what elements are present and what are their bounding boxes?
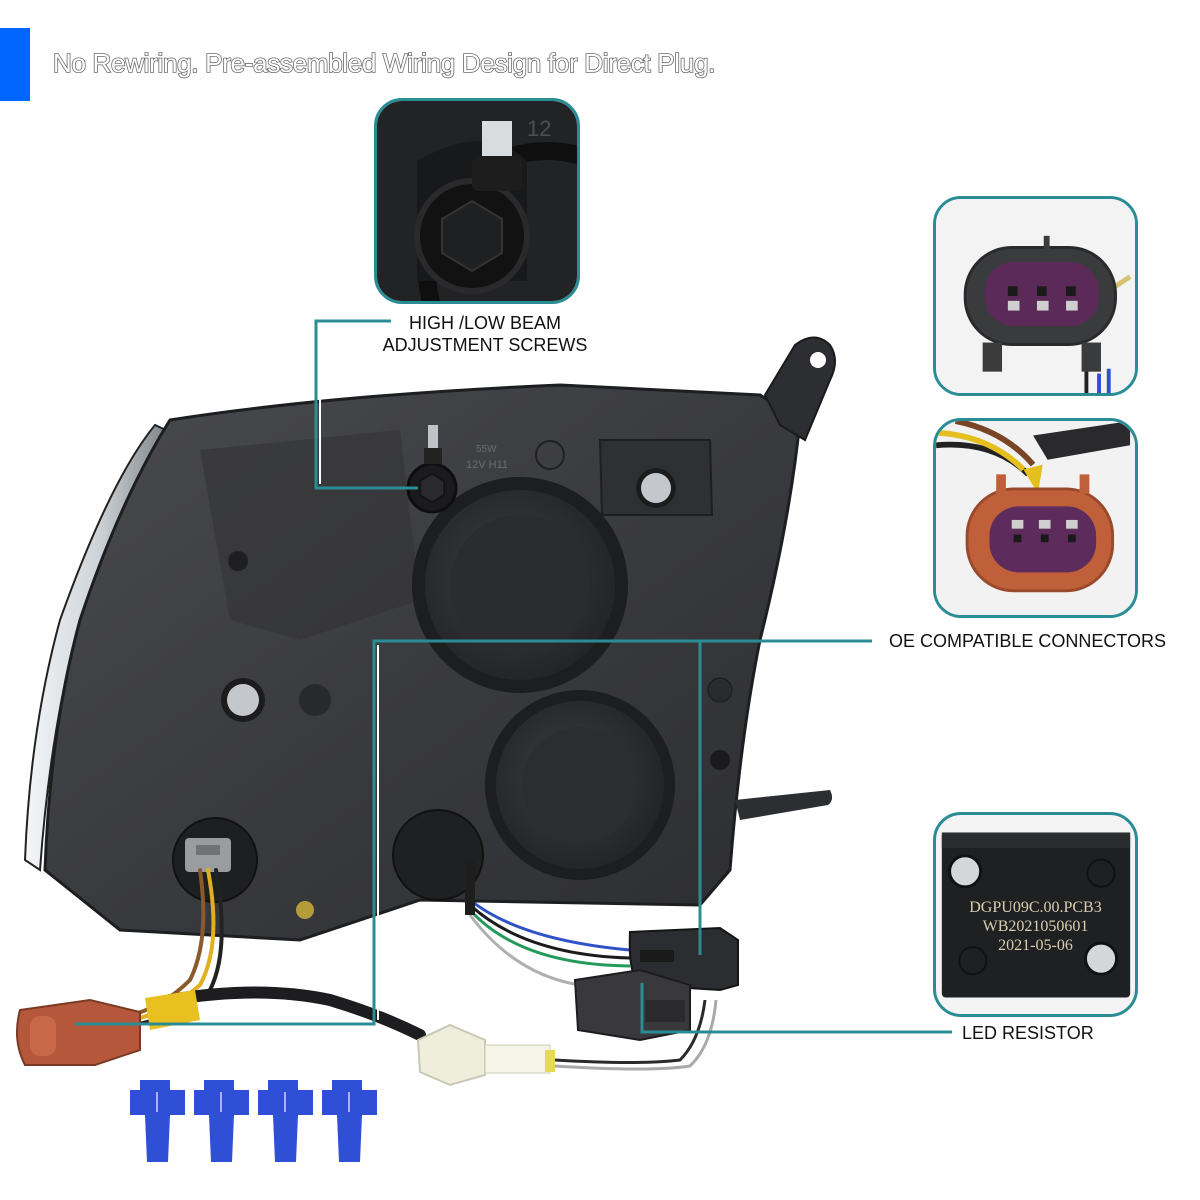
marking-bulb: 12V H11 xyxy=(466,459,508,471)
inset-black-connector xyxy=(933,196,1138,396)
inset-orange-connector xyxy=(933,418,1138,618)
wire-taps xyxy=(130,1080,377,1162)
wire-tap-icon xyxy=(194,1080,249,1162)
yellow-tag xyxy=(145,990,200,1030)
callout-line-adjust xyxy=(314,319,418,490)
label-led-resistor: LED RESISTOR xyxy=(962,1023,1094,1043)
label-adjust-screws: HIGH /LOW BEAM ADJUSTMENT SCREWS xyxy=(360,312,610,356)
side-bulb-socket xyxy=(172,817,258,903)
low-beam-cap xyxy=(485,690,675,880)
high-beam-cap xyxy=(412,477,628,693)
svg-text:12: 12 xyxy=(527,116,551,141)
callout-lines xyxy=(75,319,952,1034)
marking-wattage: 55W xyxy=(476,444,497,455)
inset-adjust-screw: 12 xyxy=(374,98,580,304)
callout-line-connectors xyxy=(75,639,872,1026)
resistor-batch-code: WB2021050601 xyxy=(982,918,1089,935)
accent-bar xyxy=(0,28,30,101)
resistor-icon xyxy=(573,968,691,1042)
wire-tap-icon xyxy=(322,1080,377,1162)
wire-tap-icon xyxy=(258,1080,313,1162)
orange-connector-icon xyxy=(15,998,141,1066)
label-oe-connectors: OE COMPATIBLE CONNECTORS xyxy=(889,631,1167,651)
resistor-part-number: DGPU09C.00.PCB3 xyxy=(969,899,1102,916)
resistor-date: 2021-05-06 xyxy=(998,937,1073,954)
label-adjust-screws-line2: ADJUSTMENT SCREWS xyxy=(382,335,588,355)
turn-bulb-socket xyxy=(392,809,484,901)
callout-line-resistor xyxy=(640,983,952,1034)
inset-led-resistor: DGPU09C.00.PCB3 WB2021050601 2021-05-06 xyxy=(933,812,1138,1017)
ground-screw xyxy=(296,901,314,919)
label-adjust-screws-line1: HIGH /LOW BEAM xyxy=(408,313,561,333)
white-2pin-connector-icon xyxy=(416,1023,555,1087)
wire-harness-right xyxy=(465,860,718,1071)
headline: No Rewiring. Pre-assembled Wiring Design… xyxy=(52,47,716,79)
wire-tap-icon xyxy=(130,1080,185,1162)
